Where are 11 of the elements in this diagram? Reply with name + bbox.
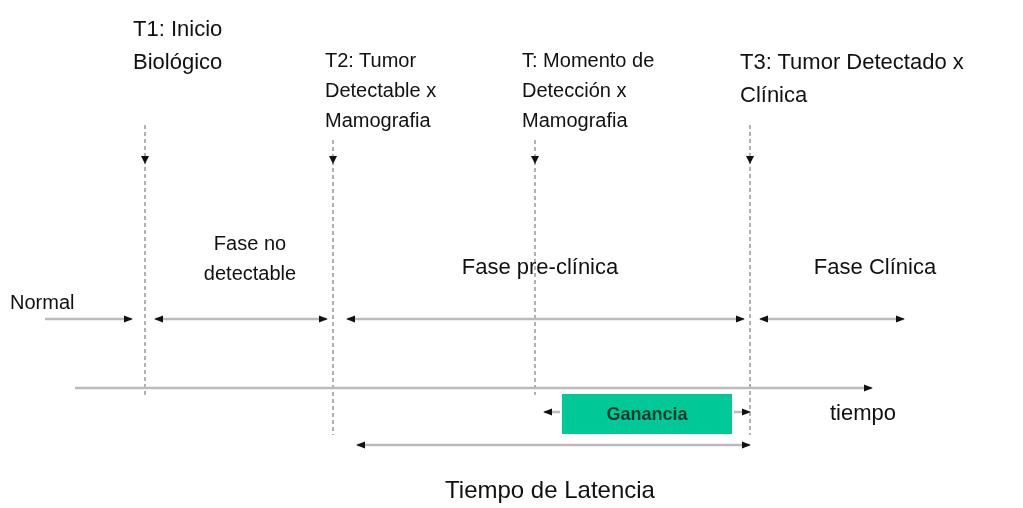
axis-label: tiempo <box>830 399 898 427</box>
phase-label: Fase pre-clínica <box>460 253 620 281</box>
phase-label: Fase no detectable <box>202 231 298 286</box>
milestone-label: T2: Tumor Detectable x Mamografia <box>325 48 438 133</box>
highlight-box: Ganancia <box>562 394 732 434</box>
milestone-label: T3: Tumor Detectado x Clínica <box>740 48 965 109</box>
interval-label: Tiempo de Latencia <box>444 475 656 505</box>
state-label: Normal <box>10 290 76 315</box>
milestone-label: T: Momento de Detección x Mamografia <box>522 48 656 133</box>
phase-label: Fase Clínica <box>812 253 938 281</box>
milestone-label: T1: Inicio Biológico <box>133 15 224 76</box>
